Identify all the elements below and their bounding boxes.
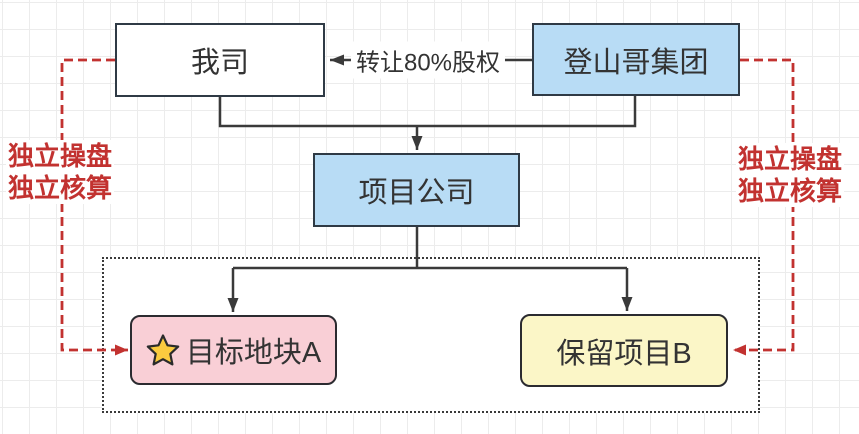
node-retained-project[interactable]: 保留项目B [520, 314, 728, 387]
node-our-company[interactable]: 我司 [115, 23, 325, 97]
node-group-company[interactable]: 登山哥集团 [532, 23, 740, 96]
transfer-equity-label: 转让80%股权 [350, 41, 506, 79]
node-project-company[interactable]: 项目公司 [313, 153, 520, 227]
independent-note-right: 独立操盘 独立核算 [736, 143, 845, 207]
node-retained-project-label: 保留项目B [556, 337, 692, 370]
edge-red-dashed-left [60, 58, 128, 356]
node-target-plot-label: 目标地块A [185, 337, 322, 369]
node-our-company-label: 我司 [190, 47, 249, 79]
independent-note-left-line2: 独立核算 [8, 173, 113, 203]
independent-note-left: 独立操盘 独立核算 [6, 140, 115, 204]
node-project-company-label: 项目公司 [358, 177, 475, 209]
edge-merge-connector [218, 96, 637, 128]
node-target-plot[interactable]: 目标地块A [130, 315, 337, 385]
independent-note-right-line2: 独立核算 [738, 176, 843, 206]
star-icon [146, 334, 180, 366]
independent-note-right-line1: 独立操盘 [738, 144, 843, 174]
independent-note-left-line1: 独立操盘 [8, 141, 113, 171]
node-group-company-label: 登山哥集团 [563, 46, 709, 79]
